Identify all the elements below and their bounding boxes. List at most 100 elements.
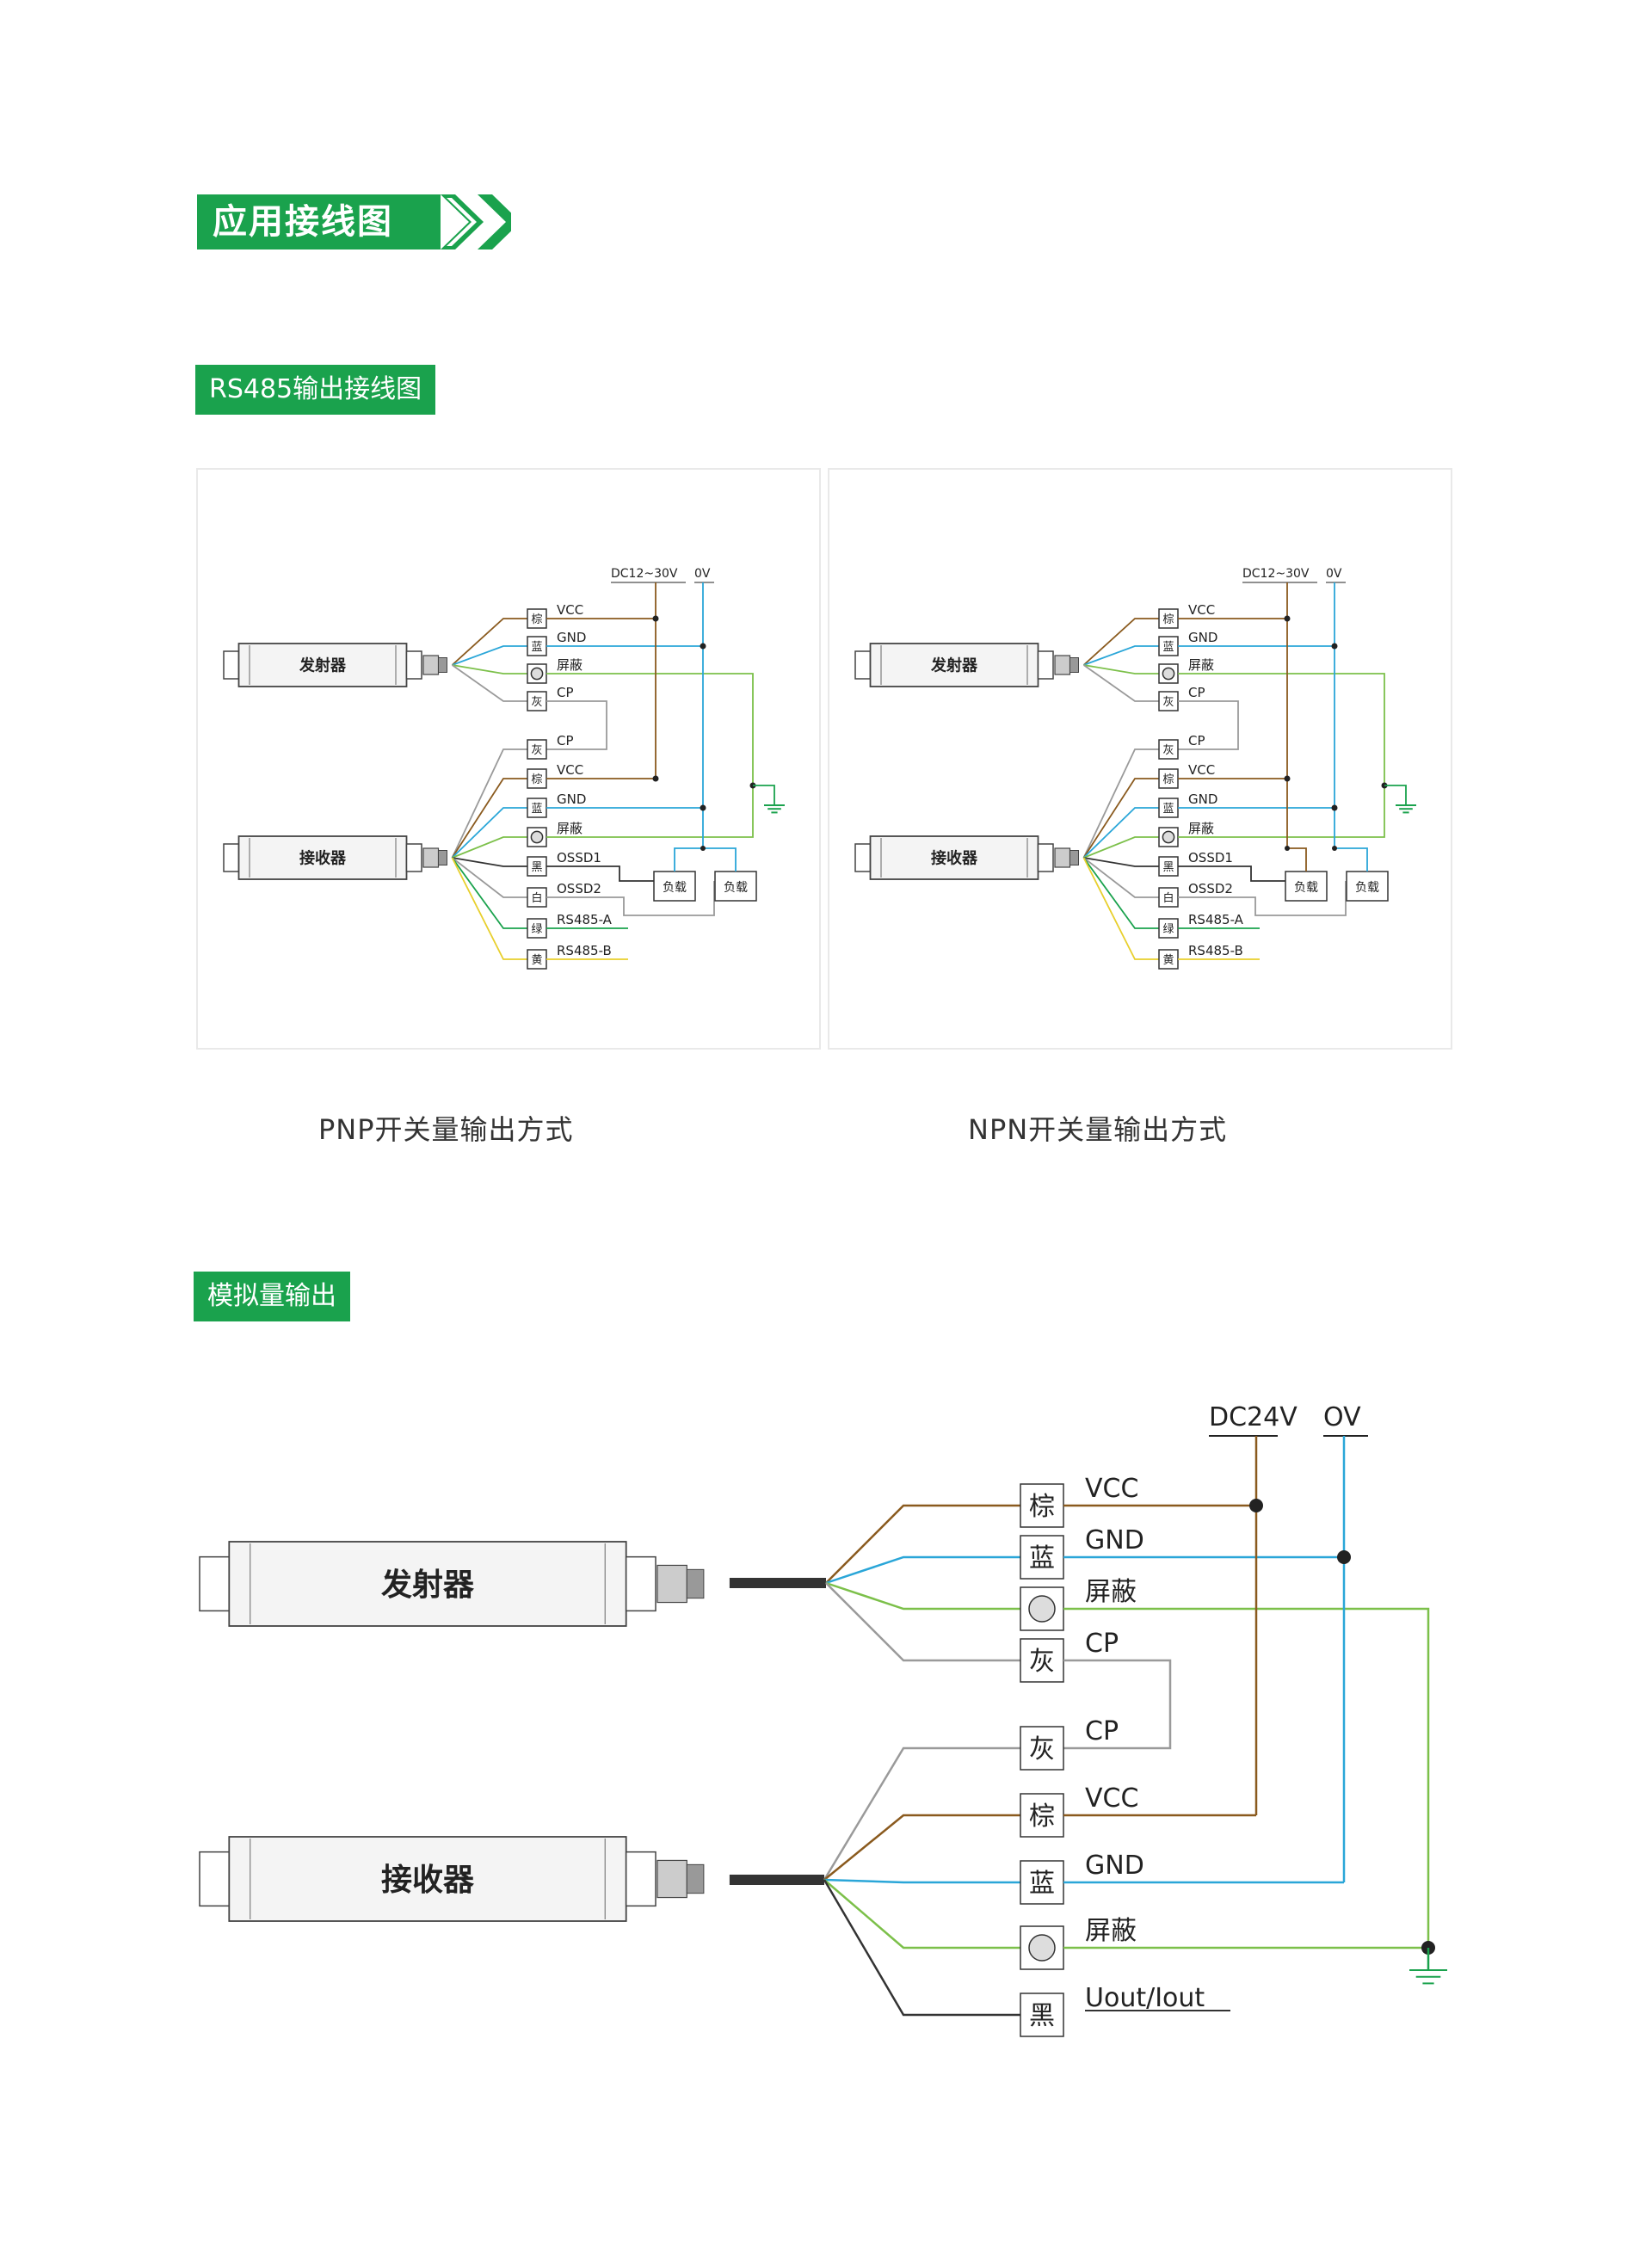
receiver-sensor: 接收器: [854, 835, 1079, 880]
emitter-wire-box: [1020, 1586, 1064, 1631]
emitter-signal-label: GND: [557, 630, 586, 645]
emitter-signal-label: CP: [557, 685, 574, 700]
receiver-wire: [451, 748, 527, 859]
wire-color-label: 蓝: [1162, 803, 1174, 816]
junction-dot: [1285, 846, 1290, 851]
receiver-wire: [1083, 836, 1159, 859]
wire-color-label: 棕: [531, 613, 542, 626]
receiver-signal-label: VCC: [1188, 762, 1215, 778]
load-label: 负载: [724, 881, 748, 895]
connector-nut-icon: [686, 1568, 705, 1599]
receiver-wire: [1082, 857, 1159, 898]
wire-color-label: 黄: [1162, 954, 1174, 967]
wire-color-label: 灰: [1029, 1647, 1055, 1677]
analog-section-label: 模拟量输出: [194, 1272, 350, 1321]
wire-color-label: 蓝: [531, 641, 542, 654]
load-return: [703, 847, 737, 872]
sensor-end-cap: [854, 843, 872, 872]
sensor-end-cap: [223, 843, 240, 872]
sensor-body: [869, 835, 1039, 880]
receiver-signal-label: CP: [1085, 1716, 1119, 1746]
supply-label: DC24V: [1209, 1402, 1298, 1432]
wire-color-label: 蓝: [1162, 641, 1174, 654]
receiver-wire-box: [1020, 1993, 1064, 2037]
sensor-label: 接收器: [381, 1863, 475, 1898]
receiver-wire: [1082, 807, 1159, 859]
junction-dot: [1331, 643, 1338, 650]
connector-icon: [1054, 847, 1071, 868]
junction-dot: [1284, 615, 1291, 622]
page-title-bar: [197, 194, 441, 249]
wire-color-label: 绿: [1162, 923, 1174, 936]
load-box: [1285, 871, 1328, 902]
emitter-sensor: 发射器: [223, 643, 447, 687]
receiver-wire-box: [1020, 1793, 1064, 1838]
wire-color-label: 白: [531, 891, 542, 905]
connector-icon: [1054, 655, 1071, 675]
shield-icon: [1162, 830, 1175, 844]
supply-label: DC12~30V: [1242, 567, 1310, 581]
receiver-wire: [1082, 857, 1159, 960]
shield-icon: [530, 667, 544, 681]
receiver-wire: [1082, 857, 1159, 929]
emitter-wire: [451, 664, 527, 702]
cp-link: [1178, 700, 1239, 750]
sensor-end-cap: [854, 650, 872, 680]
connector-icon: [656, 1564, 687, 1604]
ossd1-wire: [546, 865, 654, 882]
wire-color-label: 黑: [1162, 861, 1174, 874]
wire-color-label: 黑: [531, 861, 542, 874]
receiver-wire: [451, 857, 527, 898]
emitter-wire: [1083, 645, 1159, 666]
shield-rail: [546, 673, 754, 785]
sensor-label: 发射器: [381, 1568, 475, 1603]
receiver-signal-label: 屏蔽: [557, 821, 583, 836]
receiver-wire: [823, 1879, 1020, 2017]
junction-dot: [700, 846, 706, 851]
connector-icon: [422, 655, 440, 675]
supply-label: DC12~30V: [611, 567, 678, 581]
sensor-label: 发射器: [930, 656, 978, 674]
receiver-signal-label: OSSD1: [1188, 850, 1233, 865]
ground-lead: [1384, 785, 1407, 805]
receiver-signal-label: CP: [557, 733, 574, 748]
sensor-end-cap: [405, 650, 422, 680]
junction-dot: [700, 643, 706, 650]
shield-icon: [1028, 1595, 1056, 1623]
wire-color-label: 灰: [1162, 744, 1174, 757]
receiver-wire: [452, 857, 527, 867]
receiver-signal-label: 屏蔽: [1188, 821, 1214, 836]
emitter-sensor: 发射器: [854, 643, 1079, 687]
receiver-signal-label: 屏蔽: [1085, 1916, 1137, 1946]
emitter-wire: [825, 1582, 1020, 1662]
wire-color-label: 黄: [531, 954, 542, 967]
wire-color-label: 棕: [531, 773, 542, 786]
wire-color-label: 灰: [531, 696, 542, 709]
junction-dot: [652, 615, 659, 622]
ground-lead: [753, 785, 775, 805]
load-return: [674, 808, 704, 872]
sensor-end-cap: [1037, 650, 1054, 680]
sensor-end-cap: [223, 650, 240, 680]
receiver-signal-label: RS485-A: [557, 912, 613, 927]
ossd2-wire: [546, 881, 715, 916]
junction-dot: [1284, 775, 1291, 782]
zero-volt-label: 0V: [1326, 567, 1342, 581]
wire-color-label: 蓝: [1029, 1543, 1055, 1574]
sensor-body: [237, 643, 408, 687]
wire-color-label: 灰: [1162, 696, 1174, 709]
emitter-wire: [1082, 664, 1159, 702]
receiver-signal-label: OSSD1: [557, 850, 601, 865]
shield-rail: [1063, 1607, 1430, 1948]
receiver-signal-label: GND: [1085, 1851, 1144, 1881]
receiver-signal-label: CP: [1188, 733, 1205, 748]
emitter-wire: [451, 618, 527, 666]
receiver-wire: [1082, 748, 1159, 859]
receiver-wire-box: [1020, 1726, 1064, 1771]
wire-color-label: 黑: [1029, 2001, 1055, 2031]
receiver-wire: [823, 1879, 1020, 1949]
connector-nut-icon: [438, 850, 447, 865]
receiver-wire-box: [527, 739, 547, 760]
